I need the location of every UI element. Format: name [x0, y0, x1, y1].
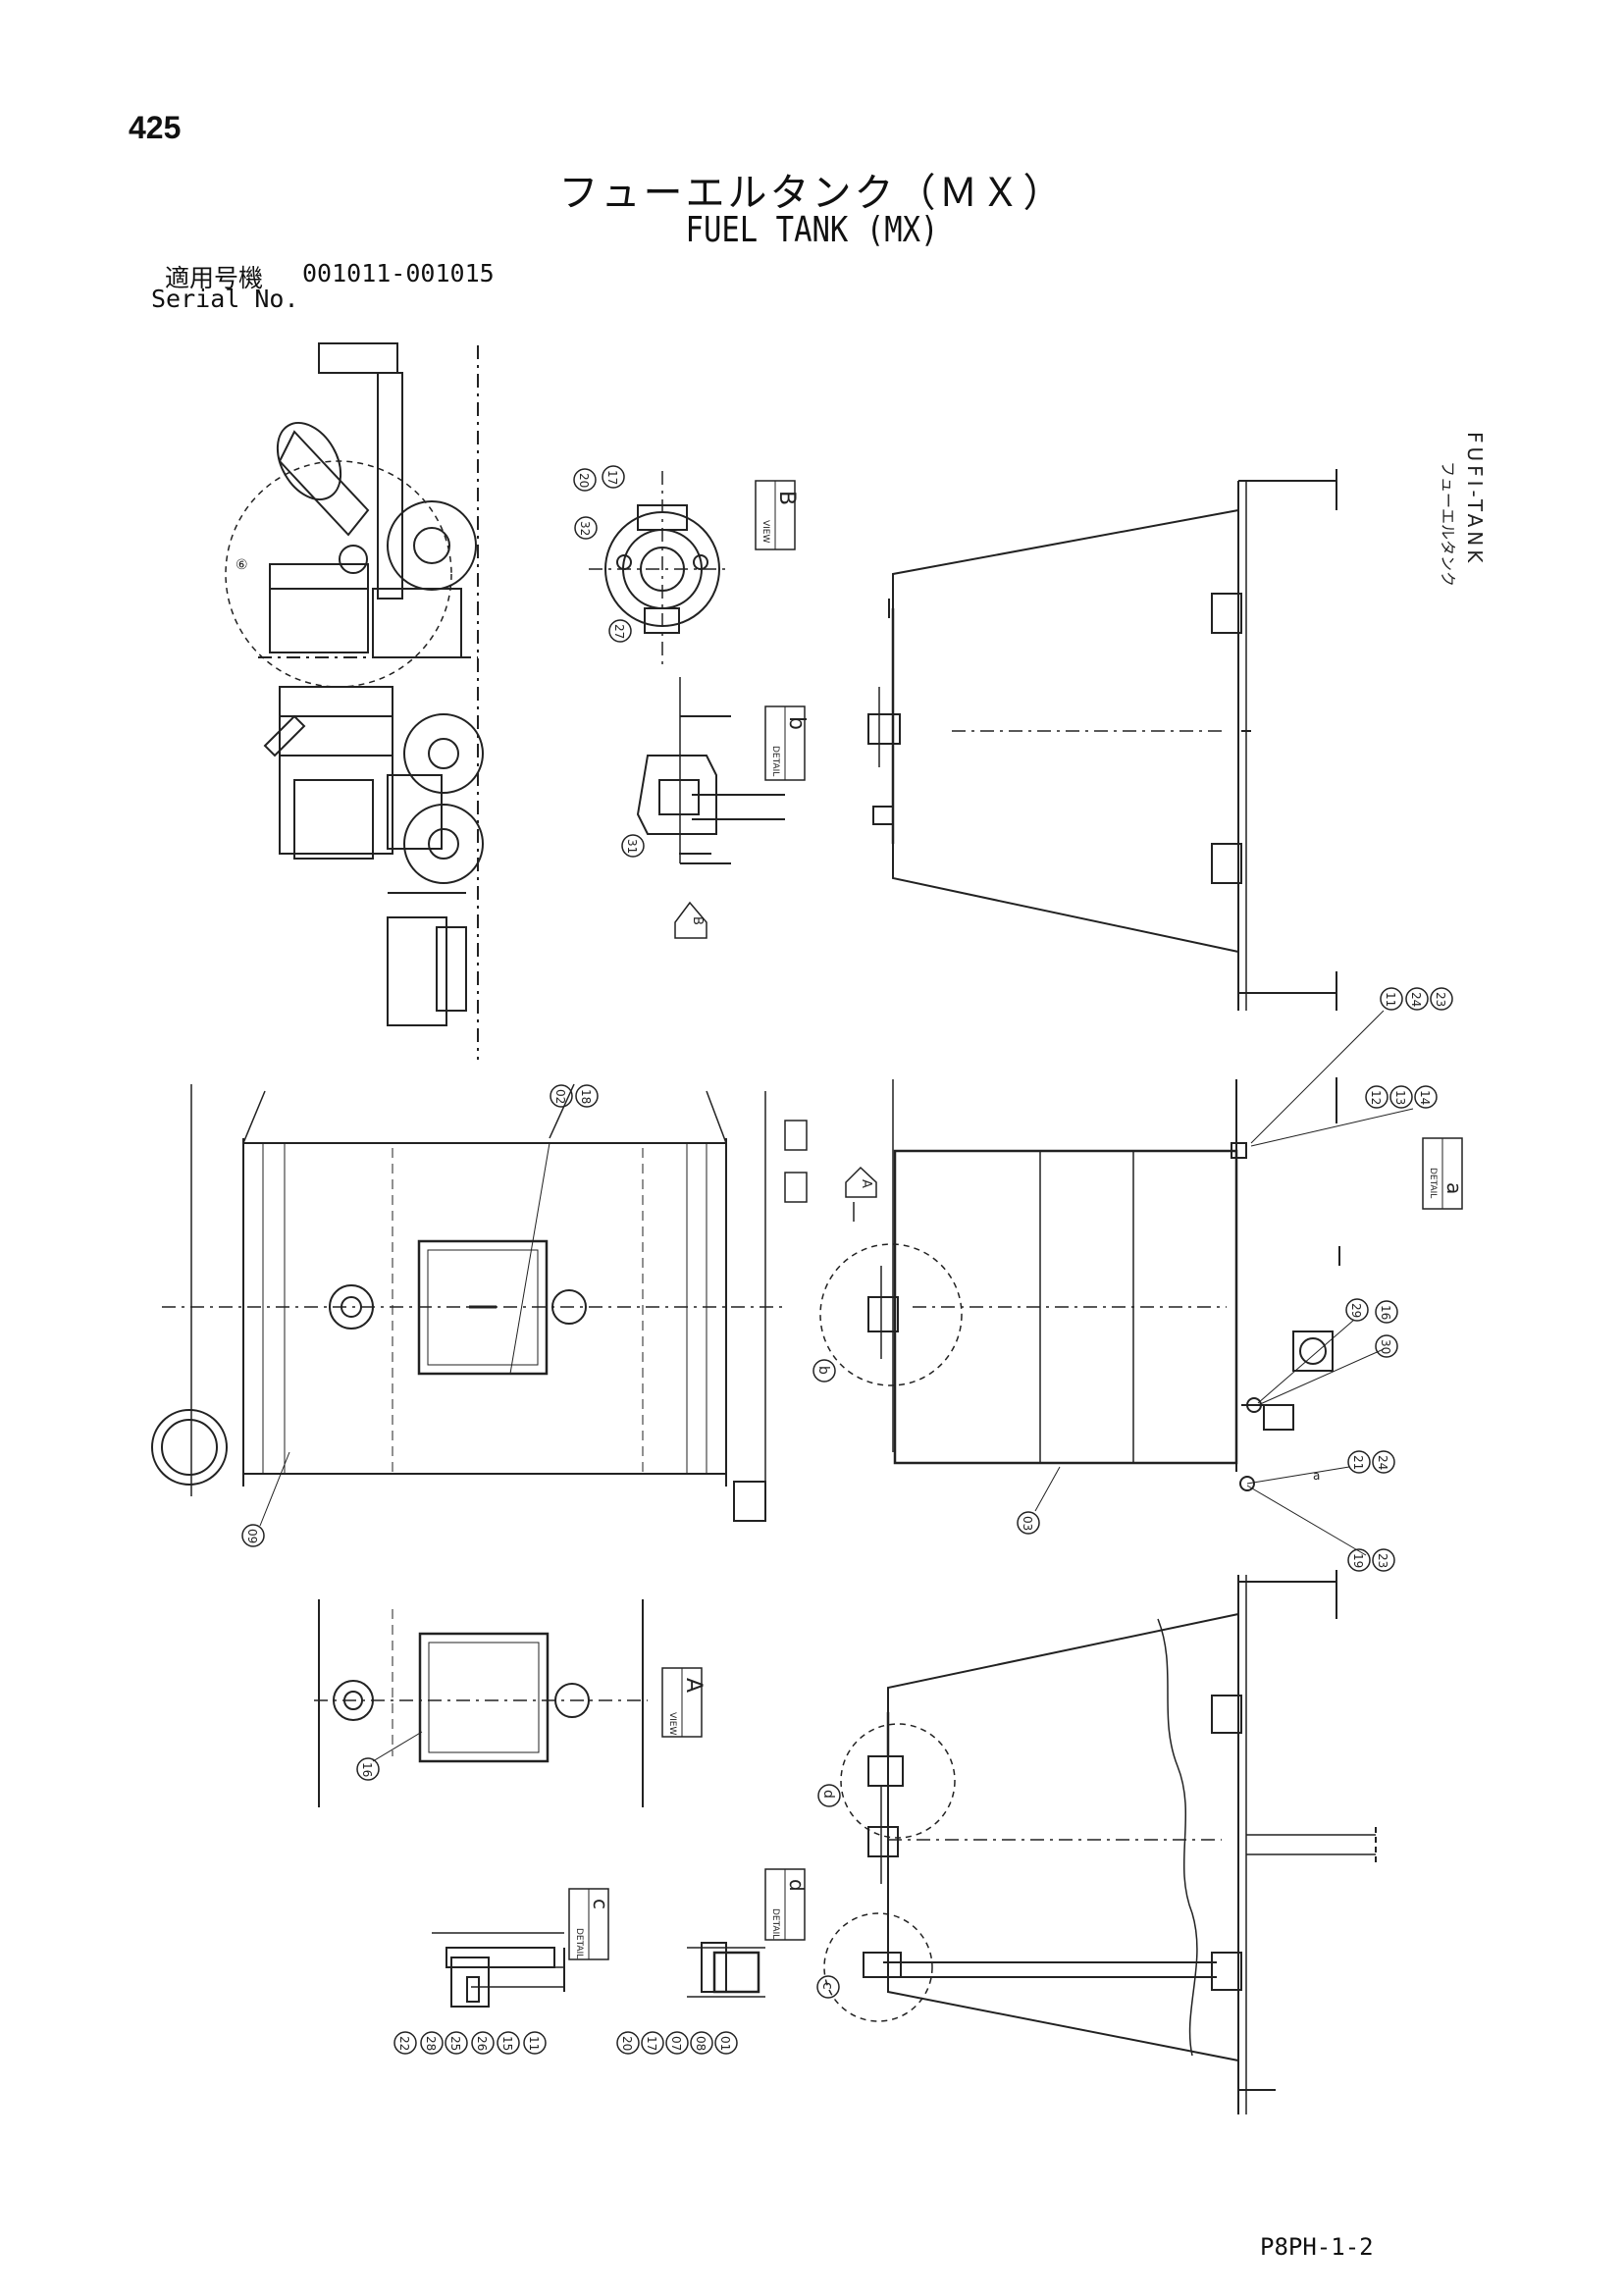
detail-c-callout-11: 11 [527, 2036, 541, 2051]
detail-c-callout-26: 26 [475, 2036, 489, 2051]
detail-d-callout-07: 07 [669, 2036, 683, 2051]
side-label: フューエルタンク FUFI-TANK [1439, 432, 1487, 587]
page-title-japanese: フューエルタンク（ＭＸ） [558, 171, 1066, 216]
detail-b-label-letter: b [784, 716, 809, 730]
drawing-code: P8PH-1-2 [1260, 2233, 1374, 2261]
serial-label-japanese: 適用号機 [165, 264, 264, 292]
front-callout-14: 14 [1418, 1090, 1432, 1105]
svg-text:32: 32 [578, 521, 592, 536]
front-callout-11: 11 [1384, 992, 1397, 1007]
page-title-english: FUEL TANK (MX) [685, 210, 939, 250]
detail-d-label-en: DETAIL [770, 1908, 780, 1939]
view-a-label-en: VIEW [667, 1712, 677, 1735]
front-callout-23a: 23 [1434, 992, 1447, 1007]
front-callout-12: 12 [1369, 1090, 1383, 1105]
front-view-callouts: 11 24 23 12 13 14 29 16 30 21 24 19 23 0… [1021, 992, 1447, 1568]
front-callout-13: 13 [1393, 1090, 1407, 1105]
serial-range: 001011-001015 [302, 259, 495, 287]
side-elevation-bottom: d c [816, 1570, 1377, 2114]
view-b: 20 17 32 27 B VIEW [573, 465, 799, 667]
front-callout-24b: 24 [1376, 1455, 1389, 1470]
detail-c-label-letter: c [589, 1899, 612, 1909]
side-label-en: FUFI-TANK [1463, 432, 1487, 566]
detail-d-callout-01: 01 [718, 2036, 732, 2051]
plan-view: 02 18 09 [151, 1083, 808, 1547]
view-b-label-letter: B [774, 491, 799, 505]
machine-overview: ⑥ [225, 342, 484, 1060]
svg-text:27: 27 [612, 624, 626, 639]
front-callout-19: 19 [1351, 1553, 1365, 1568]
plan-callout-18: 18 [579, 1089, 593, 1104]
serial-label-english: Serial No. [151, 285, 299, 313]
detail-d-callout-17: 17 [645, 2036, 658, 2051]
front-callout-29: 29 [1349, 1303, 1363, 1318]
circle-d-marker: d [820, 1790, 836, 1799]
front-view-circle-b: b [815, 1366, 831, 1375]
detail-a-label-letter: a [1442, 1182, 1466, 1194]
detail-d-callouts: 20 17 07 08 01 [620, 2036, 732, 2051]
front-callout-21: 21 [1351, 1455, 1365, 1470]
arrow-b-marker: B [690, 916, 705, 925]
arrow-a-marker: A [859, 1179, 873, 1188]
detail-d: 20 17 07 08 01 d DETAIL [616, 1868, 809, 2055]
detail-d-label-letter: d [785, 1879, 809, 1892]
detail-c-callout-15: 15 [500, 2036, 514, 2051]
front-view: b A 11 24 [812, 987, 1466, 1572]
detail-c-callout-25: 25 [448, 2036, 462, 2051]
front-callout-23b: 23 [1376, 1553, 1389, 1568]
plan-callout-02: 02 [553, 1089, 567, 1104]
plan-view-callouts: 02 18 09 [245, 1089, 593, 1543]
detail-b-callout: 31 [625, 839, 639, 854]
front-callout-03: 03 [1021, 1516, 1034, 1531]
side-label-jp: フューエルタンク [1439, 461, 1457, 587]
detail-c-label-en: DETAIL [574, 1928, 584, 1958]
view-a-callout: 16 [360, 1762, 374, 1777]
front-callout-30: 30 [1379, 1339, 1392, 1354]
front-callout-24a: 24 [1409, 992, 1423, 1007]
plan-callout-09: 09 [245, 1529, 259, 1543]
svg-text:20: 20 [577, 473, 591, 488]
detail-a-label-en: DETAIL [1428, 1168, 1438, 1198]
circle-c-marker: c [819, 1982, 835, 1990]
view-a-label-letter: A [681, 1678, 706, 1693]
detail-c-callout-22: 22 [397, 2036, 411, 2051]
detail-d-callout-20: 20 [620, 2036, 634, 2051]
view-b-label-en: VIEW [760, 520, 770, 543]
svg-text:⑥: ⑥ [236, 557, 248, 573]
detail-c-callouts: 22 28 25 26 15 11 [397, 2036, 541, 2051]
svg-text:17: 17 [605, 470, 619, 485]
detail-d-callout-08: 08 [694, 2036, 707, 2051]
detail-b-label-en: DETAIL [770, 746, 780, 776]
front-callout-16: 16 [1379, 1305, 1392, 1320]
detail-c-callout-28: 28 [424, 2036, 438, 2051]
page-number: 425 [129, 110, 182, 145]
detail-c: 22 28 25 26 15 11 c DETAIL [393, 1888, 612, 2055]
detail-b: 31 b DETAIL B [621, 677, 809, 939]
circle-a-ref: a [1313, 1469, 1320, 1483]
view-a: 16 A VIEW [314, 1599, 706, 1807]
view-b-callouts: 20 17 32 27 [577, 470, 626, 639]
side-elevation-top [867, 469, 1337, 1011]
